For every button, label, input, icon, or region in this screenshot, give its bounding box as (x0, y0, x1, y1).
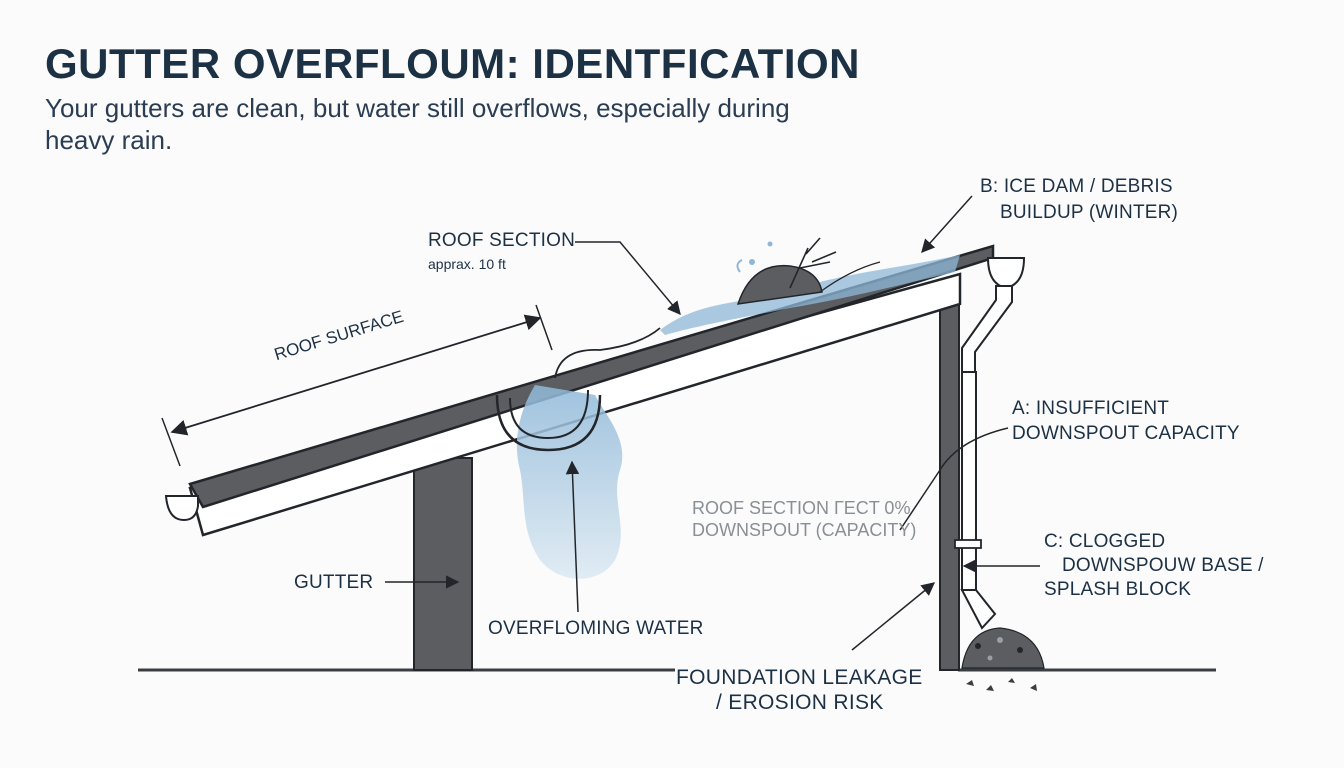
gutter-label: GUTTER (294, 572, 374, 593)
foundation-label-line1: FOUNDATION LEAKAGE (676, 666, 923, 689)
cause-a-line1: A: INSUFFICIENT (1012, 398, 1170, 419)
cause-c-line2: DOWNSPOUW BASE / (1062, 555, 1264, 576)
leader-roof-section (575, 241, 681, 316)
leader-cause-a (899, 427, 1009, 531)
cause-c-line3: SPLASH BLOCK (1044, 579, 1192, 600)
wall (939, 299, 960, 671)
cause-b-line2: BUILDUP (WINTER) (1000, 202, 1179, 223)
debris-mound (736, 264, 823, 305)
roof-section-length: apprax. 10 ft (428, 256, 506, 272)
support-post (413, 457, 473, 671)
leader-foundation (851, 582, 936, 651)
ghost-label-line2: DOWNSPOUT (CAPACITY) (692, 520, 917, 540)
foundation-label-line2: / EROSION RISK (716, 691, 884, 714)
downspout-bracket (954, 539, 982, 549)
downspout-pipe (961, 371, 977, 591)
cause-a-line2: DOWNSPOUT CAPACITY (1012, 423, 1240, 444)
cause-c-line1: C: CLOGGED (1044, 531, 1166, 552)
mid-gutter-hook (554, 327, 661, 379)
ghost-label-line1: ROOF SECTION ГECT 0% (692, 498, 911, 518)
overflow-water (516, 385, 623, 579)
page-subtitle: Your gutters are clean, but water still … (45, 93, 790, 155)
leader-cause-b (921, 195, 973, 254)
twigs (789, 237, 837, 289)
overflowing-water-label: OVERFLOMING WATER (488, 618, 704, 639)
roof-section-label: ROOF SECTION (428, 230, 576, 251)
roof-water (660, 255, 960, 335)
downspout-elbow (961, 285, 1013, 373)
page-title: GUTTER OVERFLOUM: IDENTFICATION (45, 40, 860, 87)
downspout-top (986, 257, 1026, 290)
leader-overflow (565, 460, 580, 613)
cause-b-line1: B: ICE DAM / DEBRIS (980, 176, 1173, 197)
downspout-shoe (960, 589, 997, 630)
base-debris (961, 627, 1045, 669)
left-gutter (164, 495, 199, 522)
dimension-line (170, 314, 542, 436)
